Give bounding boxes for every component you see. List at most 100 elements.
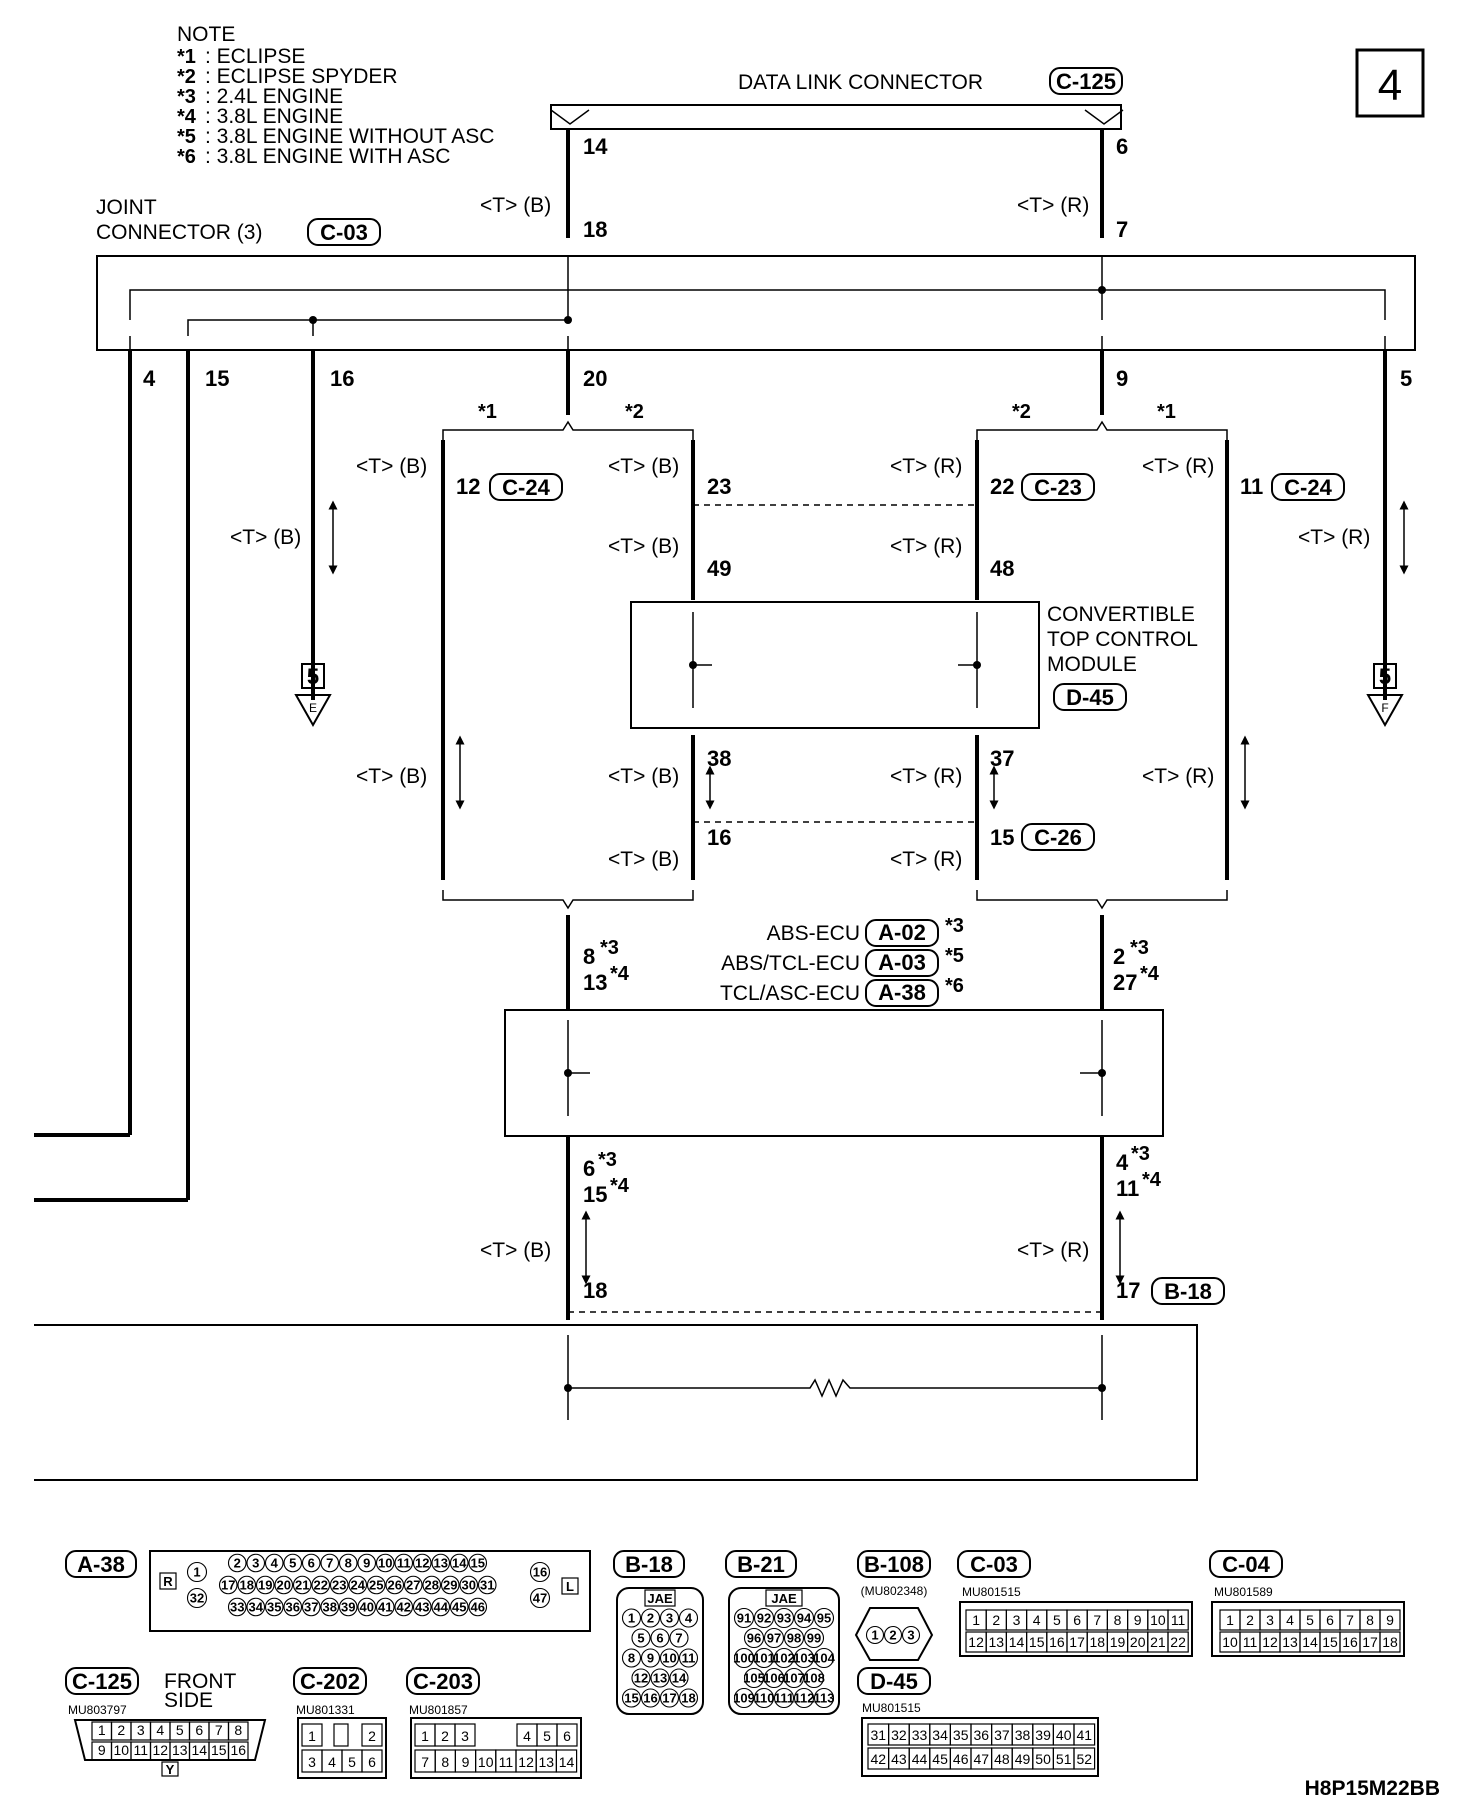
pin-cell: 4 <box>328 1754 336 1770</box>
variant-mark: *5 <box>945 945 964 967</box>
pin-cell: 20 <box>1130 1634 1146 1650</box>
pin-cell: 6 <box>1326 1612 1334 1628</box>
pin-cell: 8 <box>234 1722 242 1738</box>
pin-cell: 7 <box>675 1631 682 1646</box>
wire-color-label: <T> (B) <box>356 765 427 788</box>
pin-cell: 38 <box>1015 1727 1031 1743</box>
pin-cell: 10 <box>378 1556 392 1571</box>
pin-cell: 3 <box>666 1611 673 1626</box>
pin-cell: 18 <box>1382 1634 1398 1650</box>
joint-pin-9: 9 <box>1116 366 1128 391</box>
joint-pin-16: 16 <box>330 366 354 391</box>
ecu-pin: 8 <box>583 944 595 969</box>
ecu-label: ABS-ECU <box>767 922 860 945</box>
pin-cell: 2 <box>889 1628 896 1643</box>
pin-cell: 5 <box>1306 1612 1314 1628</box>
svg-text:*3: *3 <box>1130 937 1149 959</box>
pin-cell: 9 <box>1386 1612 1394 1628</box>
pin-cell: 8 <box>1366 1612 1374 1628</box>
joint-pin-18: 18 <box>583 217 607 242</box>
wire-color-label: <T> (B) <box>356 455 427 478</box>
svg-text:4: 4 <box>1378 61 1402 110</box>
connector-id: D-45 <box>870 1669 918 1694</box>
pin-cell: 7 <box>215 1722 223 1738</box>
joint-pin-5: 5 <box>1400 366 1412 391</box>
pin-cell: 13 <box>539 1754 555 1770</box>
pin-cell: 9 <box>462 1754 470 1770</box>
pin-cell: 93 <box>777 1611 791 1626</box>
pin-cell: 18 <box>681 1691 695 1706</box>
key-label: Y <box>166 1762 175 1777</box>
pin-cell: 40 <box>360 1600 374 1615</box>
pin-cell: 51 <box>1056 1751 1072 1767</box>
pin-cell: 4 <box>156 1722 164 1738</box>
dlc-pin-6: 6 <box>1116 134 1128 159</box>
ecu-pin: 13 <box>583 970 607 995</box>
pin-cell: 104 <box>813 1651 835 1666</box>
svg-text:E: E <box>309 701 317 715</box>
svg-text:17: 17 <box>1116 1278 1140 1303</box>
pin-cell: 19 <box>258 1578 272 1593</box>
pin-cell: 113 <box>814 1691 835 1706</box>
pin-cell: 11 <box>397 1556 411 1571</box>
pin-cell: 3 <box>308 1754 316 1770</box>
pin-cell: 35 <box>267 1600 281 1615</box>
pin-cell: 101 <box>753 1651 775 1666</box>
pin-cell: 52 <box>1077 1751 1093 1767</box>
note-mark: *4 <box>177 106 197 128</box>
pin-cell: 19 <box>1110 1634 1126 1650</box>
connector-id: C-125 <box>72 1669 132 1694</box>
svg-text:C-24: C-24 <box>1284 475 1332 500</box>
pin-cell: 28 <box>425 1578 439 1593</box>
pin-cell: 12 <box>1262 1634 1278 1650</box>
pin-cell: 36 <box>974 1727 990 1743</box>
joint-label-2: CONNECTOR (3) <box>96 221 262 244</box>
pin-cell: 12 <box>415 1556 429 1571</box>
connector-id: B-21 <box>737 1552 785 1577</box>
wire-color-label: <T> (R) <box>1142 455 1214 478</box>
ground-ref-f: 5 F <box>1366 663 1404 728</box>
maker-label: JAE <box>771 1591 797 1606</box>
wire-color-label: <T> (R) <box>890 455 962 478</box>
dlc-pin-14: 14 <box>583 134 608 159</box>
ecu-pin: 2 <box>1113 944 1125 969</box>
pin-37: 37 <box>990 746 1014 771</box>
pin-cell: 45 <box>932 1751 948 1767</box>
pin-cell: 46 <box>471 1600 485 1615</box>
connector-id: C-04 <box>1222 1552 1270 1577</box>
pin-cell: 29 <box>443 1578 457 1593</box>
pin-cell: 12 <box>968 1634 984 1650</box>
note-text: : ECLIPSE <box>205 45 305 68</box>
pin-cell: 31 <box>871 1727 887 1743</box>
wire-color-label: <T> (B) <box>480 1239 551 1262</box>
pin-cell: 44 <box>912 1751 928 1767</box>
pin-cell: 111 <box>774 1691 794 1706</box>
svg-text:18: 18 <box>583 1278 607 1303</box>
pin-cell: 11 <box>1171 1612 1186 1628</box>
wire-color-label: <T> (B) <box>608 848 679 871</box>
pin-cell: 26 <box>388 1578 402 1593</box>
pin-cell: 1 <box>628 1611 635 1626</box>
note-block: NOTE *1: ECLIPSE*2: ECLIPSE SPYDER*3: 2.… <box>177 23 494 168</box>
pin-cell: 4 <box>685 1611 693 1626</box>
note-list: *1: ECLIPSE*2: ECLIPSE SPYDER*3: 2.4L EN… <box>177 45 494 168</box>
variant-mark: *3 <box>945 915 964 937</box>
pin-cell: 5 <box>176 1722 184 1738</box>
svg-text:C-23: C-23 <box>1034 475 1082 500</box>
pin-cell: 50 <box>1035 1751 1051 1767</box>
connector-id: A-38 <box>77 1552 125 1577</box>
page-number-box: 4 <box>1355 48 1425 118</box>
pin-cell: 33 <box>230 1600 244 1615</box>
pin-cell: 4 <box>271 1556 279 1571</box>
pin-cell: 16 <box>533 1565 547 1580</box>
pin-cell: 6 <box>368 1754 376 1770</box>
joint-id: C-03 <box>320 220 368 245</box>
pin-cell: 3 <box>907 1628 914 1643</box>
pin-cell: 14 <box>672 1671 687 1686</box>
pin-cell: 14 <box>1009 1634 1025 1650</box>
pin-cell: 25 <box>369 1578 383 1593</box>
abs-ecu-module <box>504 1009 1164 1137</box>
pin-cell: 11 <box>682 1651 696 1666</box>
pin-cell: 49 <box>1015 1751 1031 1767</box>
